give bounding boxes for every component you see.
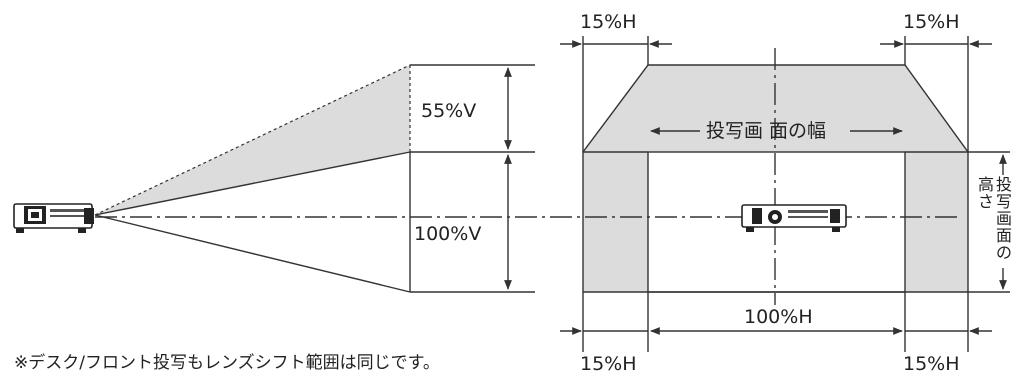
vertical-full-label: 100%V bbox=[414, 223, 481, 245]
top-right-shift-label: 15%H bbox=[903, 11, 960, 33]
projection-beam bbox=[94, 64, 411, 293]
vertical-shift-label: 55%V bbox=[421, 100, 476, 122]
note-text: ※デスク/フロント投写もレンズシフト範囲は同じです。 bbox=[14, 352, 440, 373]
projector-front-icon bbox=[741, 204, 847, 232]
horizontal-full-label: 100%H bbox=[744, 306, 813, 328]
top-left-shift-label: 15%H bbox=[580, 11, 637, 33]
screen-height-label-col1: 高さ bbox=[978, 175, 995, 211]
bottom-left-shift-label: 15%H bbox=[580, 353, 637, 375]
vertical-shift-dimension bbox=[410, 64, 535, 293]
screen-height-label-col2: 投写画面の bbox=[996, 175, 1013, 262]
extension-lines bbox=[582, 36, 1010, 352]
screen-width-label: 投写画 面の幅 bbox=[706, 120, 826, 142]
projector-icon bbox=[13, 203, 94, 233]
bottom-right-shift-label: 15%H bbox=[903, 353, 960, 375]
